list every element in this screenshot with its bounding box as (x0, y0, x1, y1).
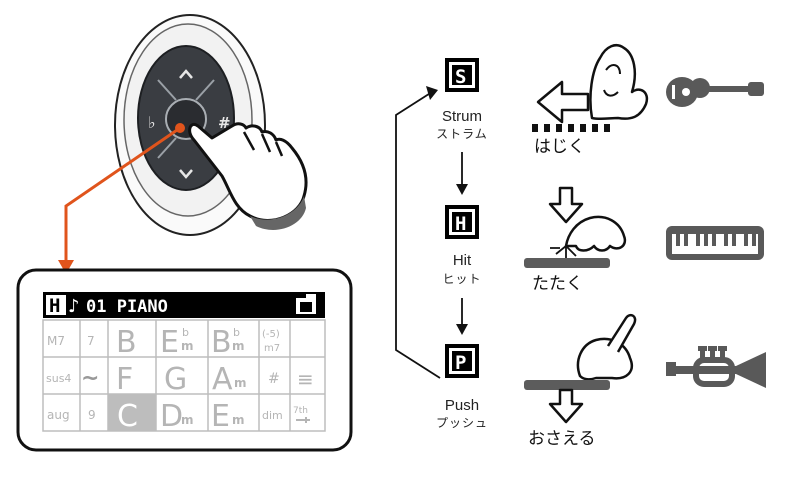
up-arrow-icon[interactable] (179, 69, 193, 79)
battery-icon (296, 294, 316, 314)
menu-icon[interactable]: ≡ (297, 367, 314, 391)
strum-mode-letter: S (455, 66, 466, 88)
hit-label-en: Hit (453, 252, 472, 269)
strum-action: はじく (534, 137, 585, 157)
hit-mode-letter: H (455, 213, 466, 235)
pressing-finger-icon (576, 337, 633, 381)
selected-cell[interactable] (108, 394, 156, 431)
cell-f[interactable]: F (116, 362, 133, 397)
cell-minus5[interactable]: (-5) (262, 329, 280, 340)
push-label-en: Push (445, 397, 479, 414)
arrow-head (456, 324, 468, 335)
cell-b[interactable]: B (116, 325, 137, 360)
strum-label-en: Strum (442, 108, 482, 125)
cell-sub: m (232, 413, 245, 427)
mode-push: P Push プッシュ (436, 344, 488, 430)
push-mode-letter: P (455, 352, 466, 374)
strum-label-ja: ストラム (436, 127, 488, 141)
guitar-icon (666, 77, 764, 107)
cell-7[interactable]: 7 (87, 334, 95, 348)
screen-header (43, 292, 325, 318)
cell-sub: b (233, 326, 240, 339)
connector-arrow (58, 123, 185, 274)
push-gesture: おさえる (524, 313, 637, 449)
hit-surface (524, 258, 610, 268)
mode-strum: S Strum ストラム (436, 58, 488, 141)
cell-sharp[interactable]: # (268, 371, 280, 387)
trumpet-icon (666, 346, 766, 388)
push-surface (524, 380, 610, 390)
note-icon: ♪ (68, 296, 80, 317)
swipe-left-arrow-icon (536, 80, 590, 124)
cell-e-minor[interactable]: E (211, 399, 230, 434)
flat-key[interactable]: ♭ (148, 113, 156, 132)
cell-d-minor[interactable]: D (160, 399, 183, 434)
cell-dim[interactable]: dim (262, 409, 283, 422)
strumming-hand-icon (589, 44, 649, 121)
cell-aug[interactable]: aug (47, 408, 70, 422)
cell-c[interactable]: C (117, 399, 138, 434)
hit-label-ja: ヒット (442, 272, 481, 286)
pad-divider (157, 79, 177, 101)
lcd-screen: H ♪ 01 PIANO M7 7 B E b (16, 268, 353, 452)
chord-grid (42, 319, 326, 432)
cell-g[interactable]: G (164, 362, 187, 397)
cell-sub: m (181, 339, 194, 353)
hit-gesture: たたく (524, 186, 627, 294)
cell-sub: m (232, 339, 245, 353)
cell-sub: m (181, 413, 194, 427)
mode-badge (46, 295, 66, 315)
strum-gesture: はじく (532, 44, 649, 157)
keyboard-icon (666, 226, 764, 260)
push-label-ja: プッシュ (436, 416, 488, 430)
controller: ♭ # (114, 14, 308, 236)
tapping-hand-icon (564, 215, 627, 252)
arrow-head (426, 86, 438, 100)
tilde-icon[interactable]: ~ (81, 366, 99, 391)
preset-name: 01 PIANO (86, 297, 168, 317)
cell-a-minor[interactable]: A (212, 362, 233, 397)
tap-down-arrow-icon (548, 186, 584, 224)
pad-divider (195, 79, 215, 101)
key-icon (296, 417, 310, 423)
pressing-hand-icon (188, 122, 308, 230)
cell-sub: m7 (264, 343, 280, 354)
mode-hit: H Hit ヒット (442, 205, 481, 286)
cell-sub: b (182, 326, 189, 339)
mode-cycle-arrows (395, 91, 463, 379)
push-action: おさえる (528, 429, 596, 449)
down-arrow-icon[interactable] (179, 169, 193, 179)
cell-7th[interactable]: 7th (293, 406, 308, 416)
cell-sus4[interactable]: sus4 (46, 372, 71, 385)
cell-b-flat-minor[interactable]: B (211, 325, 232, 360)
cell-m7[interactable]: M7 (47, 334, 65, 348)
cell-9[interactable]: 9 (88, 408, 96, 422)
pad-divider (157, 137, 177, 159)
cell-e-flat-minor[interactable]: E (160, 325, 179, 360)
cell-sub: m (234, 376, 247, 390)
hit-action: たたく (532, 274, 583, 294)
string-dots (532, 124, 610, 132)
press-down-arrow-icon (548, 388, 584, 424)
mode-badge-letter: H (49, 295, 60, 317)
arrow-head (456, 184, 468, 195)
